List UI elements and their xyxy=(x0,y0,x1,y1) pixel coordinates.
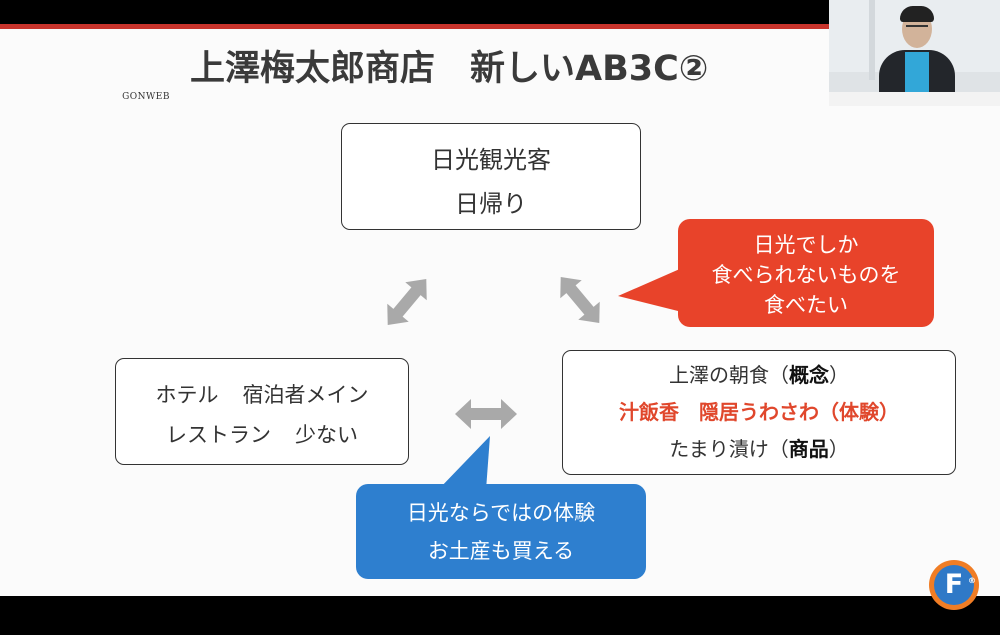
presenter-hair xyxy=(900,6,934,22)
f-logo-registered: ® xyxy=(968,576,976,585)
box-left-line2a: レストラン xyxy=(166,423,271,447)
callout-blue: 日光ならではの体験 お土産も買える xyxy=(356,484,646,579)
box-top-line1: 日光観光客 xyxy=(431,146,551,174)
bottom-black-bar xyxy=(0,596,1000,635)
box-left-line1: ホテル宿泊者メイン xyxy=(116,375,408,415)
f-logo-letter: F xyxy=(944,569,964,600)
double-arrow-horizontal-icon xyxy=(455,399,517,429)
box-right-line3-end: ） xyxy=(828,437,849,461)
callout-red-line1: 日光でしか xyxy=(753,233,859,257)
double-arrow-right-icon xyxy=(560,277,600,323)
callout-red-tail xyxy=(618,268,682,312)
box-right-line1-bold: 概念 xyxy=(789,363,829,387)
box-right-line3-text: たまり漬け（ xyxy=(669,437,789,461)
callout-red-line3: 食べたい xyxy=(764,293,848,317)
box-left-line1b: 宿泊者メイン xyxy=(242,383,369,407)
box-hotel-restaurant: ホテル宿泊者メイン レストラン少ない xyxy=(115,358,409,465)
double-arrow-left-icon xyxy=(387,279,427,325)
callout-blue-tail xyxy=(438,436,490,490)
box-right-line3: たまり漬け（商品） xyxy=(563,431,955,468)
webcam-watermark: GONWEB xyxy=(122,92,170,102)
box-right-line2: 汁飯香 隠居うわさわ（体験） xyxy=(619,400,899,424)
box-right-line1-text: 上澤の朝食（ xyxy=(669,363,789,387)
callout-red-line2: 食べられないものを xyxy=(711,263,901,287)
box-right-line1: 上澤の朝食（概念） xyxy=(563,357,955,394)
slide-header-red-line xyxy=(0,24,1000,29)
box-right-line1-end: ） xyxy=(829,363,849,387)
box-top-line2: 日帰り xyxy=(455,190,527,218)
callout-blue-line1: 日光ならではの体験 xyxy=(406,501,596,525)
box-left-line2b: 少ない xyxy=(295,423,358,447)
presenter-shirt xyxy=(905,52,929,92)
webcam-window-frame xyxy=(869,0,875,80)
box-left-line1a: ホテル xyxy=(155,383,219,407)
f-logo-icon: F ® xyxy=(929,560,979,610)
box-uezawa-offering: 上澤の朝食（概念） 汁飯香 隠居うわさわ（体験） たまり漬け（商品） xyxy=(562,350,956,475)
box-left-line2: レストラン少ない xyxy=(116,415,408,455)
callout-blue-line2: お土産も買える xyxy=(427,539,575,563)
slide-title: 上澤梅太郎商店 新しいAB3C② xyxy=(190,49,709,89)
presenter-glasses xyxy=(906,25,928,33)
box-right-line3-bold: 商品 xyxy=(788,437,829,461)
webcam-watermark-strip xyxy=(829,92,1000,106)
box-day-tourists: 日光観光客 日帰り xyxy=(341,123,641,230)
f-logo-inner: F ® xyxy=(934,565,976,605)
webcam-overlay xyxy=(829,0,1000,92)
callout-red: 日光でしか 食べられないものを 食べたい xyxy=(678,219,934,327)
